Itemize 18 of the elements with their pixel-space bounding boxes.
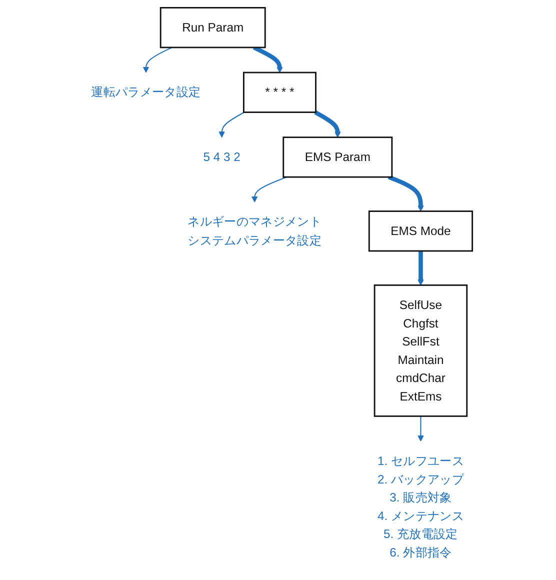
node-box — [283, 136, 394, 178]
arrow — [253, 46, 284, 73]
flowchart-drawing: Run Param 運転パラメータ設定 * * * * 5 4 3 2 EMS Param ネルギーのマネジメントシステムパラメータ設定 EMS Mode SelfUse Chgfst SellFst Maintain cmdChar ExtEms 1. セルフユース 2. バックアップ 3. 販売対象 4. メンテナンス 5. 充放電設定 6. 外部指令 — [64, 2, 492, 578]
node-box — [160, 7, 266, 48]
node-text: 運転パラメータ設定 — [92, 85, 202, 100]
node-box — [368, 210, 474, 252]
arrow — [388, 175, 424, 212]
node-text: 5 4 3 2 — [204, 150, 241, 164]
node-text: ネルギーのマネジメントシステムパラメータ設定 — [188, 214, 322, 247]
node-text: 1. セルフユース 2. バックアップ 3. 販売対象 4. メンテナンス 5. 充放電設定 6. 外部指令 — [378, 454, 464, 560]
node-box — [243, 72, 317, 113]
arrow — [314, 110, 342, 138]
arrow — [418, 416, 424, 442]
arrow — [418, 250, 424, 286]
node-box — [374, 284, 468, 417]
arrow — [252, 176, 288, 202]
arrow — [219, 112, 245, 138]
arrow — [143, 46, 172, 73]
